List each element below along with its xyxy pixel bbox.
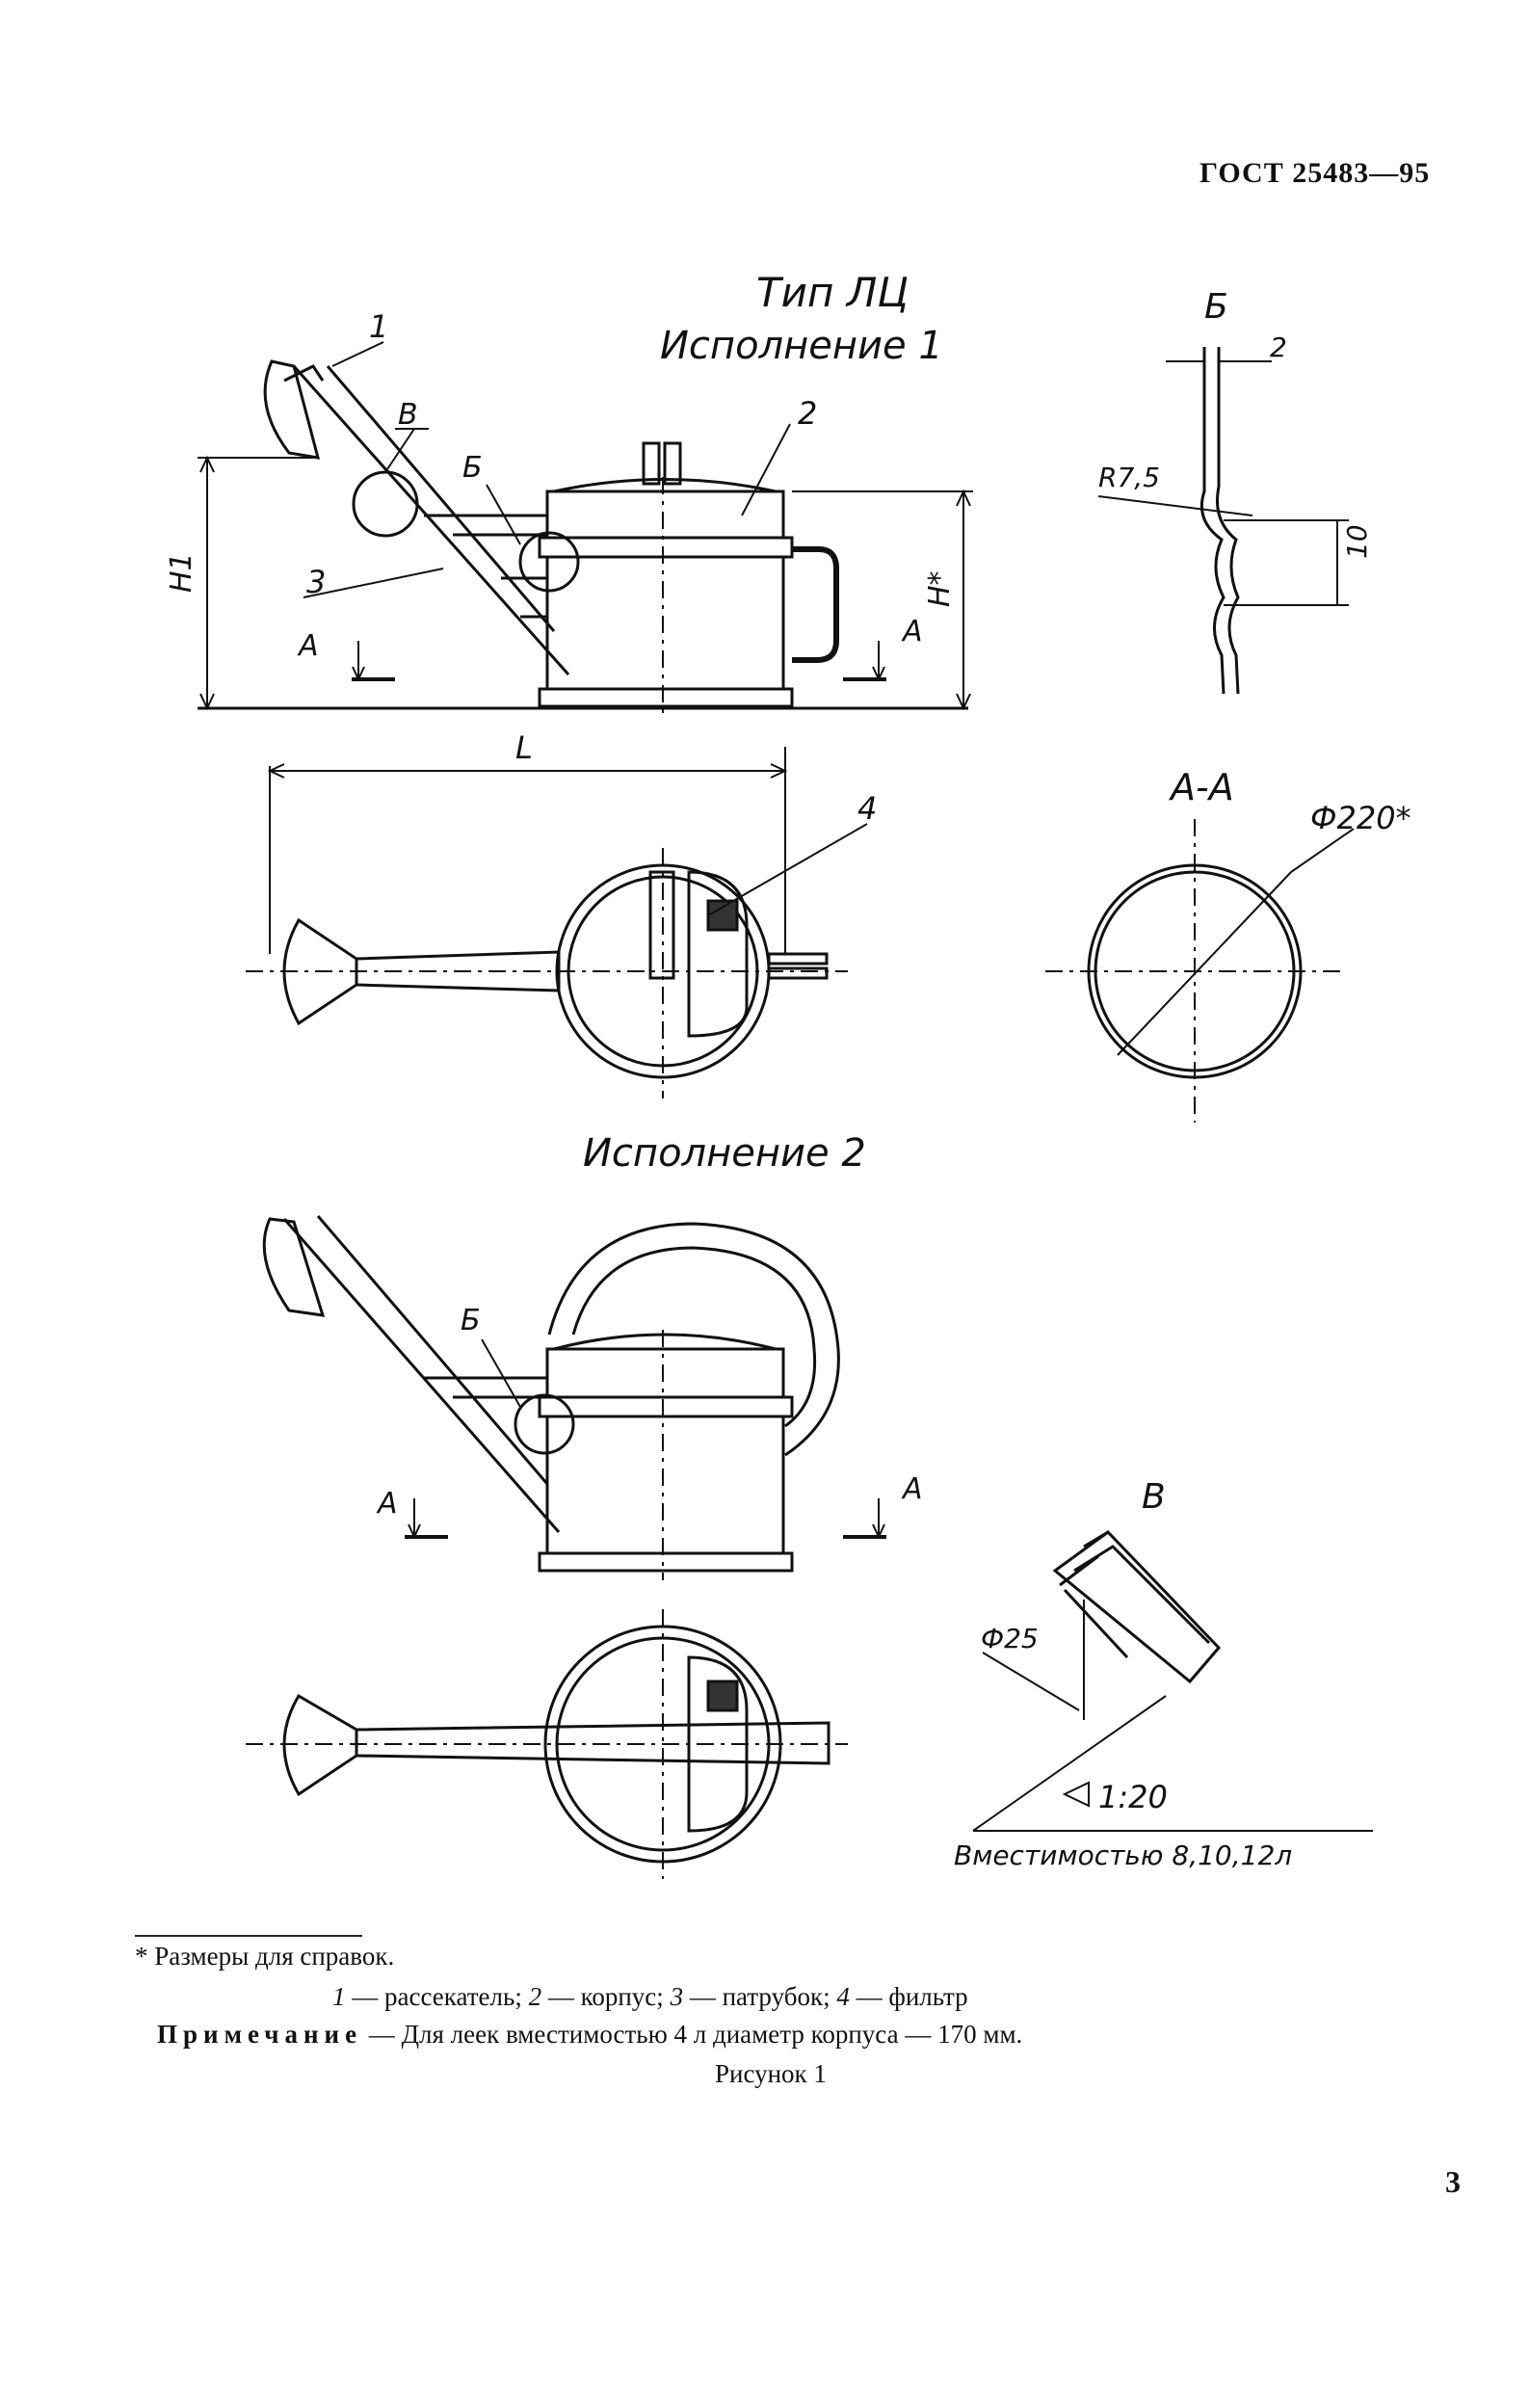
legend-name-1: рассекатель [384, 1982, 515, 2011]
dim-length: L [515, 729, 533, 766]
standard-header: ГОСТ 25483—95 [1199, 157, 1431, 189]
footnote: * Размеры для справок. [135, 1942, 394, 1971]
section-marker-left-2: А [376, 1487, 398, 1521]
section-marker-right: А [901, 615, 923, 648]
variant2-top-view [246, 1609, 848, 1879]
legend-name-4: фильтр [888, 1982, 968, 2011]
callout-2: 2 [798, 395, 817, 432]
variant2-label: Исполнение 2 [583, 1131, 866, 1176]
legend-num-4: 4 [836, 1982, 850, 2011]
detail-marker-v: В [398, 398, 418, 432]
note: Примечание — Для леек вместимостью 4 л д… [157, 2020, 1022, 2050]
variant2-side-view: Б А А [262, 1215, 923, 1580]
variant1-label: Исполнение 1 [660, 324, 943, 368]
legend-num-3: 3 [670, 1982, 684, 2011]
detail-b-title: Б [1204, 287, 1228, 327]
legend-num-1: 1 [332, 1982, 346, 2011]
detail-v-title: В [1142, 1477, 1166, 1517]
footnote-star: * [135, 1942, 148, 1971]
variant1-top-view: L 4 [246, 729, 877, 1098]
type-label: Тип ЛЦ [756, 269, 909, 316]
dim-diameter: Ф220* [1310, 800, 1411, 836]
figure-legend: 1 — рассекатель; 2 — корпус; 3 — патрубо… [332, 1982, 968, 2011]
detail-v: В Ф25 1:20 Вместимостью 8,10,12л [954, 1477, 1373, 1871]
dim-v-taper: 1:20 [1098, 1779, 1168, 1815]
dim-b-radius: R7,5 [1098, 462, 1160, 493]
note-label: Примечание [157, 2020, 363, 2049]
variant1-side-view: H1 H* А А 1 В Б 2 3 [165, 308, 973, 718]
page-number: 3 [1445, 2164, 1461, 2199]
dim-h1: H1 [165, 552, 198, 593]
dim-v-diameter: Ф25 [981, 1623, 1039, 1654]
legend-name-2: корпус [580, 1982, 657, 2011]
detail-marker-b: Б [462, 451, 483, 485]
callout-4: 4 [857, 790, 877, 827]
note-text: — Для леек вместимостью 4 л диаметр корп… [368, 2020, 1023, 2049]
section-a-a: А-А Ф220* [1045, 766, 1411, 1123]
dim-b-pitch: 10 [1341, 524, 1373, 559]
section-marker-right-2: А [901, 1472, 923, 1506]
callout-1: 1 [369, 308, 388, 345]
dim-h-star: H* [923, 570, 957, 607]
section-marker-left: А [297, 629, 319, 663]
detail-b: Б 2 R7,5 10 [1097, 287, 1373, 695]
dim-v-capacity: Вместимостью 8,10,12л [954, 1839, 1292, 1871]
callout-3: 3 [306, 564, 326, 600]
figure-caption: Рисунок 1 [715, 2059, 827, 2088]
footnote-rule [135, 1935, 362, 1937]
section-a-a-title: А-А [1168, 766, 1234, 808]
dim-b-thickness: 2 [1270, 331, 1287, 363]
detail-marker-b-2: Б [461, 1304, 481, 1337]
footnote-text: Размеры для справок. [154, 1942, 395, 1971]
legend-num-2: 2 [528, 1982, 542, 2011]
legend-name-3: патрубок [722, 1982, 824, 2011]
